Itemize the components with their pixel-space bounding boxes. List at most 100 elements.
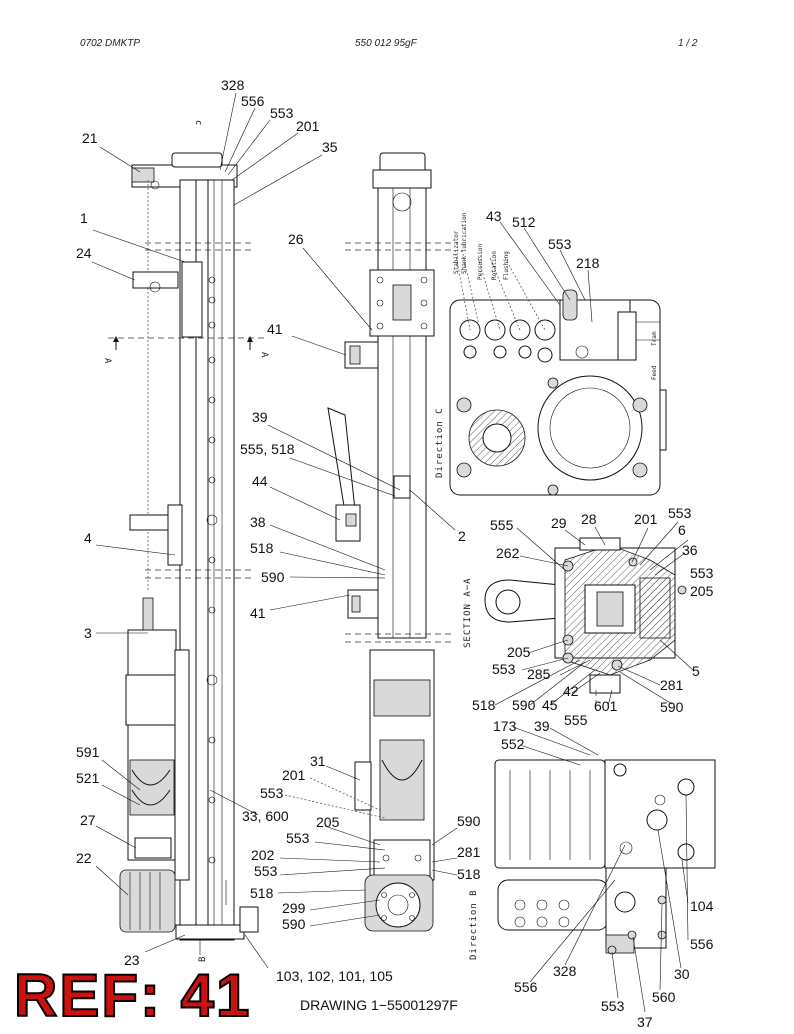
callout: 262 xyxy=(496,545,520,561)
callout: 556 xyxy=(241,93,265,109)
callout: 553 xyxy=(270,105,294,121)
callout: 590 xyxy=(261,569,285,585)
callout: 553 xyxy=(601,998,625,1014)
hose-label-rotation: Rotation xyxy=(491,251,498,280)
callout: 553 xyxy=(668,505,692,521)
callout: 556 xyxy=(690,936,714,952)
callout: 553 xyxy=(492,661,516,677)
callout: 512 xyxy=(512,214,536,230)
leader-lines xyxy=(91,92,593,969)
leader-lines-right xyxy=(494,521,694,1013)
callout: 2 xyxy=(458,528,466,544)
header-part-number: 550 012 95gF xyxy=(355,38,417,49)
drawing-number: DRAWING 1−55001297F xyxy=(300,997,458,1013)
callout: 31 xyxy=(310,753,326,769)
callout: 553 xyxy=(286,830,310,846)
callout: 518 xyxy=(472,697,496,713)
callout: 104 xyxy=(690,898,714,914)
callout: 29 xyxy=(551,515,567,531)
callout: 521 xyxy=(76,770,100,786)
callout: 173 xyxy=(493,718,517,734)
callout: 285 xyxy=(527,666,551,682)
callout: 281 xyxy=(660,677,684,693)
callout: 590 xyxy=(457,813,481,829)
side-label-feed: Feed xyxy=(651,365,658,380)
middle-view-front-elevation xyxy=(327,152,455,932)
callout: 555 xyxy=(490,517,514,533)
section-a-a-view xyxy=(484,537,687,705)
callout: 42 xyxy=(563,683,579,699)
callout: 37 xyxy=(637,1014,653,1030)
callout: 552 xyxy=(501,736,525,752)
callout: 591 xyxy=(76,744,100,760)
callouts-section-aa: 555 29 28 201 553 6 262 36 553 205 205 5… xyxy=(472,505,714,728)
callout: 555, 518 xyxy=(240,441,295,457)
callout: 30 xyxy=(674,966,690,982)
callout: 518 xyxy=(457,866,481,882)
callout: 22 xyxy=(76,850,92,866)
section-marker-right: A xyxy=(259,352,269,358)
callout: 6 xyxy=(678,522,686,538)
direction-b-view xyxy=(494,759,716,955)
header-document-code: 0702 DMKTP xyxy=(80,38,141,49)
hose-label-percussion: Percussion xyxy=(477,243,484,280)
callout: 590 xyxy=(660,699,684,715)
callout: 218 xyxy=(576,255,600,271)
callout: 556 xyxy=(514,979,538,995)
callout: 553 xyxy=(260,785,284,801)
callout: 202 xyxy=(251,847,275,863)
callout: 205 xyxy=(316,814,340,830)
callout: 205 xyxy=(507,644,531,660)
callout: 201 xyxy=(282,767,306,783)
section-aa-label: SECTION A−A xyxy=(463,577,473,648)
hose-label-stabilizator: Stabilizator xyxy=(453,230,460,274)
callout: 41 xyxy=(250,605,266,621)
callout: 3 xyxy=(84,625,92,641)
hose-label-shank-lubrication: Shank lubrication xyxy=(461,212,468,274)
callout: 4 xyxy=(84,530,92,546)
ref-label: REF: 41 xyxy=(13,962,252,1029)
callout: 24 xyxy=(76,245,92,261)
callout: 43 xyxy=(486,208,502,224)
callout: 518 xyxy=(250,540,274,556)
callout: 39 xyxy=(252,409,268,425)
callout: 33, 600 xyxy=(242,808,289,824)
callout: 103, 102, 101, 105 xyxy=(276,968,393,984)
callouts-direction-c: 43 512 553 218 xyxy=(486,208,600,271)
callout: 205 xyxy=(690,583,714,599)
callout: 21 xyxy=(82,130,98,146)
direction-b-marker: B xyxy=(198,956,208,962)
callout: 1 xyxy=(80,210,88,226)
callout: 5 xyxy=(692,663,700,679)
callout: 601 xyxy=(594,698,618,714)
callout: 36 xyxy=(682,542,698,558)
left-view-feed-beam xyxy=(108,152,265,955)
callout: 38 xyxy=(250,514,266,530)
callout: 201 xyxy=(634,511,658,527)
callout: 328 xyxy=(553,963,577,979)
hose-label-flushing: Flushing xyxy=(503,251,510,280)
callouts-direction-b: 173 39 552 104 556 30 560 328 556 553 37 xyxy=(493,718,714,1030)
callout: 281 xyxy=(457,844,481,860)
direction-c-marker: c xyxy=(193,120,203,126)
callout: 560 xyxy=(652,989,676,1005)
direction-c-label: Direction C xyxy=(435,407,445,478)
side-label-tram: Tram xyxy=(651,331,658,346)
callout: 26 xyxy=(288,231,304,247)
callouts-middle-view: 26 41 39 555, 518 44 38 518 590 41 2 31 … xyxy=(240,231,481,984)
callout: 39 xyxy=(534,718,550,734)
header-page-number: 1 / 2 xyxy=(678,38,698,49)
direction-c-view xyxy=(449,249,667,496)
callout: 590 xyxy=(282,916,306,932)
callout: 44 xyxy=(252,473,268,489)
direction-b-label: Direction B xyxy=(469,889,479,960)
callout: 45 xyxy=(542,697,558,713)
callout: 41 xyxy=(267,321,283,337)
callout: 35 xyxy=(322,139,338,155)
callout: 299 xyxy=(282,900,306,916)
callout: 553 xyxy=(254,863,278,879)
callout: 328 xyxy=(221,77,245,93)
callout: 553 xyxy=(690,565,714,581)
callout: 201 xyxy=(296,118,320,134)
callout: 590 xyxy=(512,697,536,713)
